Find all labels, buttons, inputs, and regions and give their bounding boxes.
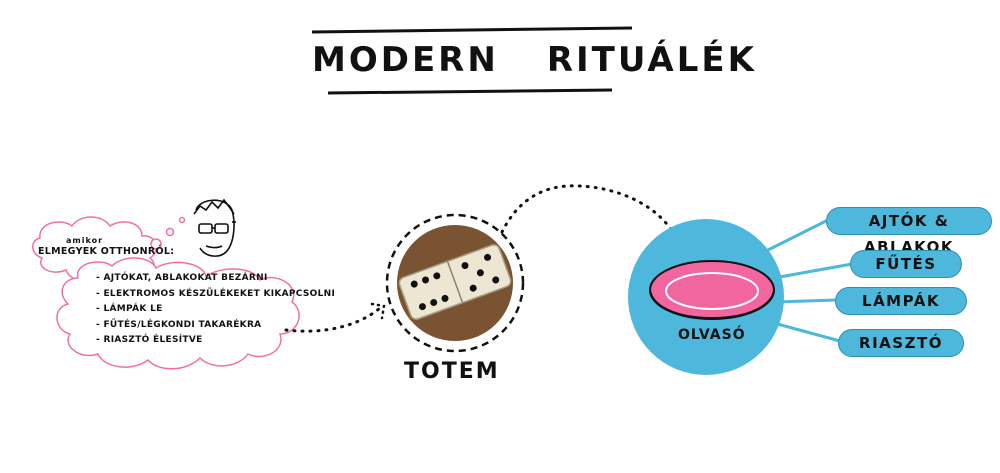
domino-icon bbox=[398, 244, 512, 320]
dotted-arrow-to-totem bbox=[284, 306, 382, 333]
totem-outer-ring bbox=[385, 213, 525, 353]
thought-prefix: amikor bbox=[66, 236, 104, 245]
list-item: LÁMPÁK LE bbox=[96, 304, 335, 320]
reader-connectors bbox=[763, 218, 853, 343]
page-title: MODERN RITUÁLÉK bbox=[312, 40, 757, 80]
dotted-arrow-to-reader bbox=[500, 184, 678, 240]
totem-label: TOTEM bbox=[404, 359, 500, 384]
output-pill-alarm: RIASZTÓ bbox=[838, 329, 964, 357]
output-pill-heating: FŰTÉS bbox=[850, 250, 962, 278]
list-item: AJTÓKAT, ABLAKOKAT BEZÁRNI bbox=[96, 273, 335, 289]
reader-dish-icon bbox=[649, 260, 775, 320]
title-bottom-line bbox=[327, 88, 613, 95]
todo-list: AJTÓKAT, ABLAKOKAT BEZÁRNI ELEKTROMOS KÉ… bbox=[96, 273, 335, 351]
list-item: FŰTÉS/LÉGKONDI TAKARÉKRA bbox=[96, 320, 335, 336]
title-top-line bbox=[311, 26, 633, 34]
arrowhead-to-totem bbox=[370, 302, 386, 320]
thought-heading: ELMEGYEK OTTHONRÓL: bbox=[38, 246, 175, 257]
output-pill-lamps: LÁMPÁK bbox=[835, 287, 967, 315]
list-item: RIASZTÓ ÉLESÍTVE bbox=[96, 335, 335, 351]
title-word-ritualek: RITUÁLÉK bbox=[546, 40, 757, 80]
person-head-doodle bbox=[193, 198, 236, 257]
title-word-modern: MODERN bbox=[312, 40, 499, 80]
output-pill-doors-windows: AJTÓK & ABLAKOK bbox=[826, 207, 992, 256]
list-item: ELEKTROMOS KÉSZÜLÉKEKET KIKAPCSOLNI bbox=[96, 289, 335, 305]
reader-label: OLVASÓ bbox=[678, 327, 746, 343]
